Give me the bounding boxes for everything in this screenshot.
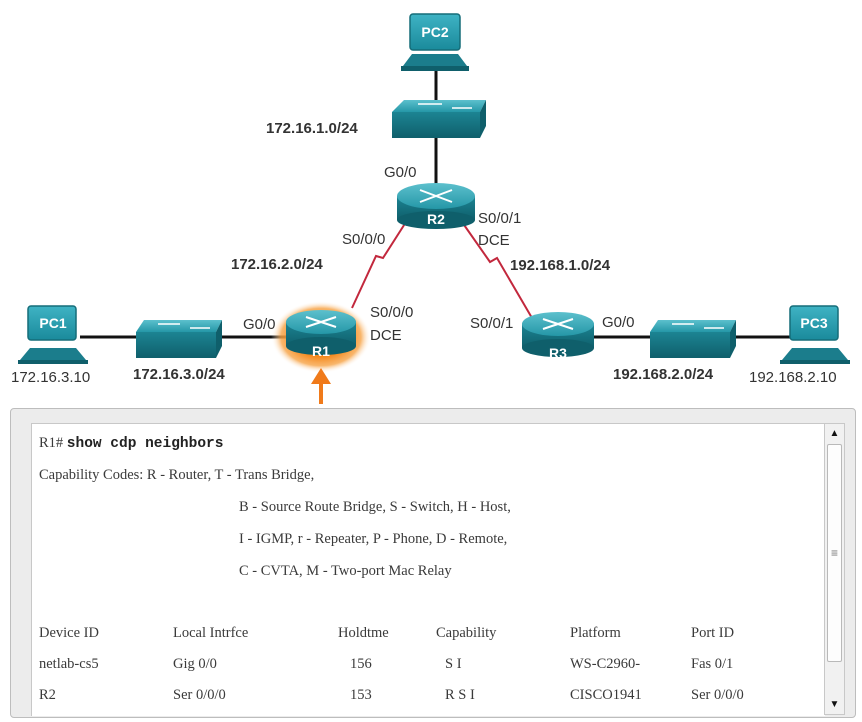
pc2-icon: [401, 13, 469, 71]
row-local-intrfce: Gig 0/0: [173, 656, 217, 672]
pc3-label: PC3: [800, 315, 828, 331]
r1-dce-label: DCE: [370, 327, 402, 344]
arrow-up-icon[interactable]: ▲: [829, 428, 840, 439]
prompt: R1#: [39, 435, 64, 451]
pc3-ip-label: 192.168.2.10: [749, 369, 837, 386]
r2-s001-label: S0/0/1: [478, 210, 522, 227]
command-output-panel: R1# show cdp neighbors Capability Codes:…: [10, 408, 856, 718]
links: [80, 70, 790, 339]
header-holdtme: Holdtme: [338, 625, 389, 641]
command-line: R1# show cdp neighbors: [39, 436, 223, 452]
pc1-ip-label: 172.16.3.10: [11, 369, 91, 386]
switch-top-icon: [392, 100, 486, 138]
r3-s001-label: S0/0/1: [470, 315, 514, 332]
serial-link-r2-r3: [461, 221, 533, 319]
header-capability: Capability: [436, 625, 497, 641]
switch-left-icon: [136, 320, 222, 358]
network-label-left-lan: 172.16.3.0/24: [133, 366, 225, 383]
capability-line-1: Capability Codes: R - Router, T - Trans …: [39, 467, 315, 483]
network-topology: [18, 13, 850, 404]
capability-line-4: C - CVTA, M - Two-port Mac Relay: [239, 563, 452, 579]
r1-router-icon: [271, 301, 371, 373]
scrollbar-thumb[interactable]: ≡: [827, 444, 842, 662]
header-port-id: Port ID: [691, 625, 735, 641]
arrow-down-icon[interactable]: ▼: [829, 699, 840, 710]
row-port-id: Fas 0/1: [691, 656, 734, 672]
command-text: show cdp neighbors: [66, 436, 224, 452]
row-platform: CISCO1941: [570, 687, 642, 703]
r2-g0-label: G0/0: [384, 164, 417, 181]
row-device-id: R2: [39, 687, 56, 703]
r3-g0-label: G0/0: [602, 314, 635, 331]
pc1-label: PC1: [39, 315, 67, 331]
header-device-id: Device ID: [39, 625, 99, 641]
pc1-icon: [18, 305, 88, 364]
r3-label: R3: [549, 345, 567, 361]
capability-line-2: B - Source Route Bridge, S - Switch, H -…: [239, 499, 511, 515]
terminal-output: R1# show cdp neighbors Capability Codes:…: [31, 423, 825, 716]
row-platform: WS-C2960-: [570, 656, 641, 672]
grip-icon: ≡: [830, 546, 838, 560]
r3-router-icon: [522, 312, 594, 357]
header-platform: Platform: [570, 625, 621, 641]
r2-dce-label: DCE: [478, 232, 510, 249]
network-label-r1-r2: 172.16.2.0/24: [231, 256, 323, 273]
network-label-right-lan: 192.168.2.0/24: [613, 366, 714, 383]
arrow-up-pointer: [311, 368, 331, 404]
row-holdtme: 156: [350, 656, 372, 672]
r1-label: R1: [312, 343, 330, 359]
row-capability: S I: [445, 656, 462, 672]
network-label-r2-r3: 192.168.1.0/24: [510, 257, 611, 274]
network-label-top: 172.16.1.0/24: [266, 120, 358, 137]
serial-link-r1-r2: [351, 221, 407, 309]
row-capability: R S I: [445, 687, 475, 703]
row-device-id: netlab-cs5: [39, 656, 99, 672]
r2-label: R2: [427, 211, 445, 227]
switch-right-icon: [650, 320, 736, 358]
pc3-icon: [780, 305, 850, 364]
r1-g0-label: G0/0: [243, 316, 276, 333]
r2-s000-label: S0/0/0: [342, 231, 386, 248]
header-local-intrfce: Local Intrfce: [173, 625, 249, 641]
vertical-scrollbar[interactable]: ▲ ≡ ▼: [824, 423, 845, 715]
pc2-label: PC2: [421, 24, 449, 40]
r2-router-icon: [397, 183, 475, 229]
capability-line-3: I - IGMP, r - Repeater, P - Phone, D - R…: [239, 531, 508, 547]
row-local-intrfce: Ser 0/0/0: [173, 687, 226, 703]
row-holdtme: 153: [350, 687, 372, 703]
r1-s000-label: S0/0/0: [370, 304, 414, 321]
row-port-id: Ser 0/0/0: [691, 687, 744, 703]
